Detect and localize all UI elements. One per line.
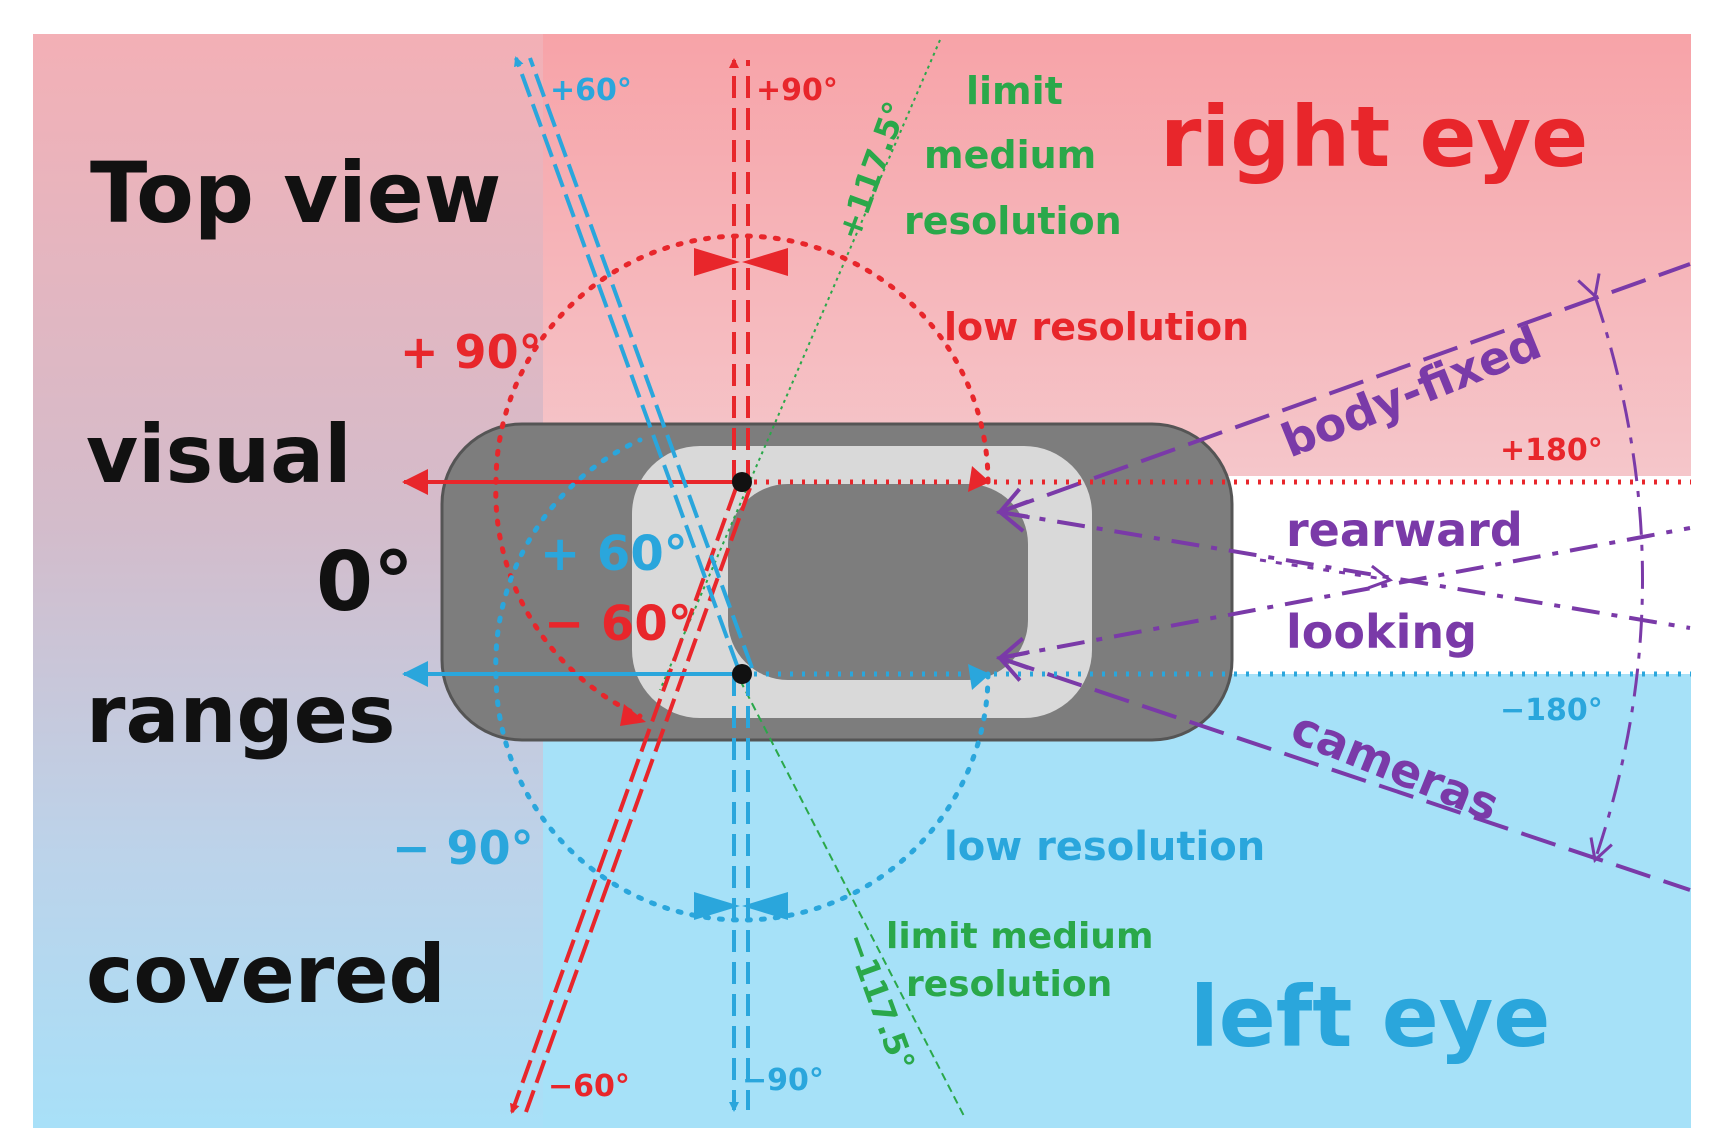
right-eye-label: right eye [1160, 88, 1588, 186]
left-eye-lines [402, 56, 1691, 1112]
angle-center-plus60: + 60° [540, 526, 688, 582]
limit-line-bottom [739, 679, 966, 1119]
looking-label: looking [1286, 605, 1477, 659]
caption-line-visual: visual [86, 408, 352, 501]
angle-bottom-minus60: −60° [548, 1069, 630, 1104]
caption-line-covered: covered [86, 928, 446, 1021]
angle-arc-minus90: − 90° [392, 821, 534, 875]
angle-arc-plus90: + 90° [400, 325, 542, 379]
limit-label-top-2: medium [924, 133, 1096, 177]
angle-top-plus60: +60° [550, 73, 632, 108]
caption-line-zero: 0° [316, 535, 414, 630]
title-line-1: Top view [90, 144, 501, 242]
low-resolution-bottom: low resolution [944, 824, 1265, 870]
angle-top-plus90: +90° [756, 73, 838, 108]
angle-plus180: +180° [1500, 433, 1603, 468]
low-resolution-top: low resolution [944, 305, 1249, 349]
rearward-label: rearward [1286, 503, 1523, 557]
limit-label-bottom-2: resolution [906, 964, 1112, 1005]
angle-bottom-minus90: −90° [742, 1063, 824, 1098]
car-roof [728, 484, 1028, 680]
limit-label-top-3: resolution [904, 199, 1122, 243]
camera-fov-lines [996, 262, 1691, 892]
angle-center-minus60: − 60° [544, 596, 692, 652]
limit-label-bottom-1: limit medium [886, 916, 1153, 957]
limit-label-top-1: limit [966, 69, 1063, 113]
limit-line-top [659, 39, 941, 691]
angle-minus180: −180° [1500, 693, 1603, 728]
caption-line-ranges: ranges [86, 668, 396, 761]
left-eye-label: left eye [1190, 968, 1550, 1066]
